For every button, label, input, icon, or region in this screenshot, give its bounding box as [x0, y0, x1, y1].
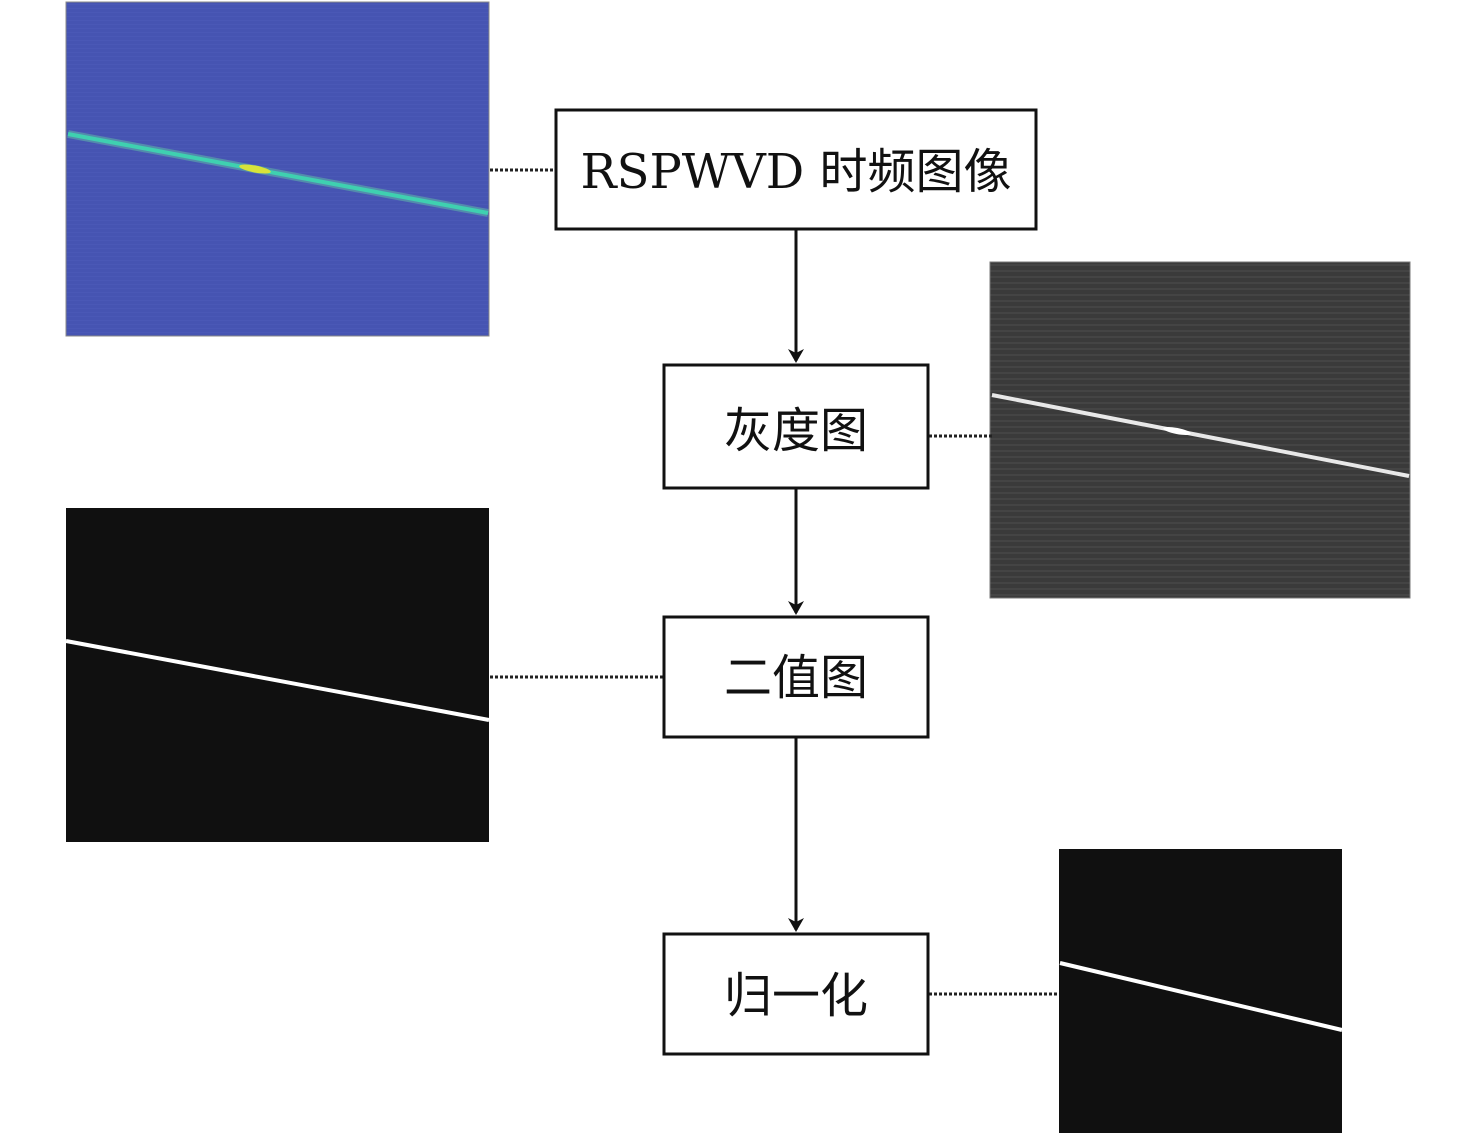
node-gray: 灰度图 [662, 363, 930, 490]
tf-image-peak [239, 164, 271, 174]
binary-image-background [66, 508, 489, 842]
node-binary-label: 二值图 [724, 650, 868, 706]
node-normalize-box [662, 932, 930, 1056]
tf-image-background [65, 1, 490, 337]
node-normalize: 归一化 [662, 932, 930, 1056]
node-binary: 二值图 [662, 615, 930, 739]
tf-image-ridge [67, 132, 489, 215]
normalized-image-ridge [1059, 961, 1343, 1032]
gray-image-peak [1163, 427, 1191, 435]
node-gray-box [662, 363, 930, 490]
gray-image [989, 261, 1411, 599]
binary-image [65, 508, 490, 842]
tf-image [65, 1, 490, 337]
node-binary-box [662, 615, 930, 739]
node-rspwvd: RSPWVD 时频图像 [554, 108, 1038, 231]
node-normalize-label: 归一化 [724, 968, 868, 1024]
node-gray-label: 灰度图 [724, 403, 868, 459]
normalized-image [1059, 849, 1343, 1133]
node-rspwvd-label: RSPWVD 时频图像 [580, 144, 1011, 200]
normalized-image-background [1059, 849, 1342, 1133]
node-rspwvd-box [554, 108, 1038, 231]
gray-image-background [989, 261, 1411, 599]
gray-image-ridge [991, 393, 1410, 478]
binary-image-ridge [65, 639, 490, 722]
